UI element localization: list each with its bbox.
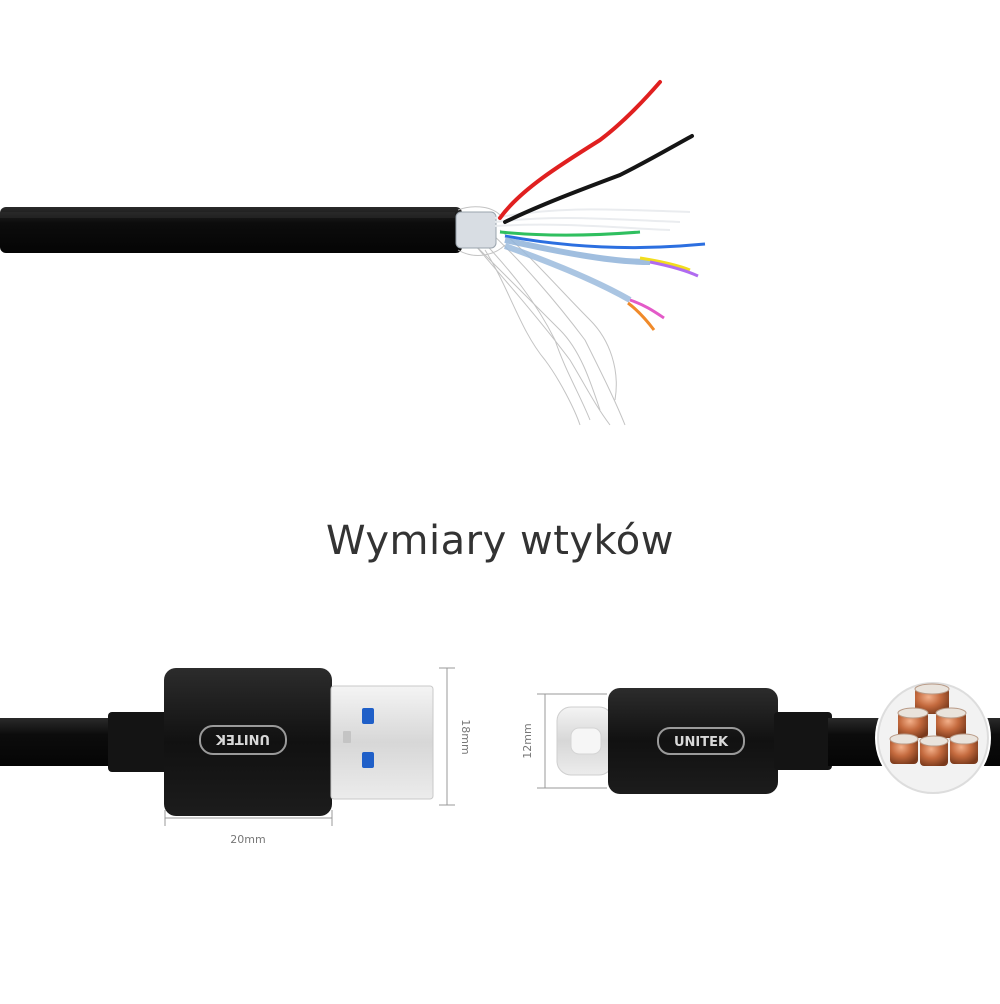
black-wire bbox=[503, 134, 694, 224]
shield-braid bbox=[457, 206, 626, 426]
red-wire bbox=[498, 80, 662, 220]
dimension-length-20mm bbox=[164, 810, 333, 826]
blue-wire bbox=[504, 234, 706, 250]
copper-spools-inset bbox=[875, 680, 991, 796]
copper-spool-icon bbox=[889, 683, 979, 766]
usb-a-brand-logo: UNITEK bbox=[215, 731, 270, 746]
stripped-cable bbox=[0, 80, 706, 426]
purple-wire bbox=[649, 260, 699, 278]
usb-a-length-label: 20mm bbox=[230, 833, 265, 846]
cable-jacket bbox=[0, 207, 462, 253]
page-title: Wymiary wtyków bbox=[326, 518, 674, 564]
usb-a-metal-connector bbox=[330, 685, 434, 800]
usb-c-brand-logo: UNITEK bbox=[674, 735, 729, 750]
usb-a-cable bbox=[0, 718, 120, 766]
yellow-wire bbox=[639, 256, 691, 272]
usb-a-height-label: 18mm bbox=[459, 719, 472, 754]
orange-wire bbox=[627, 301, 656, 331]
dimension-height-12mm bbox=[537, 693, 607, 789]
usb-c-housing bbox=[608, 688, 778, 794]
dimension-height-18mm bbox=[439, 667, 455, 806]
green-wire bbox=[499, 230, 641, 237]
usb-a-housing bbox=[164, 668, 332, 816]
usb-a-plug: UNITEK bbox=[0, 668, 434, 816]
pink-wire bbox=[629, 298, 665, 320]
usb-c-height-label: 12mm bbox=[521, 723, 534, 758]
